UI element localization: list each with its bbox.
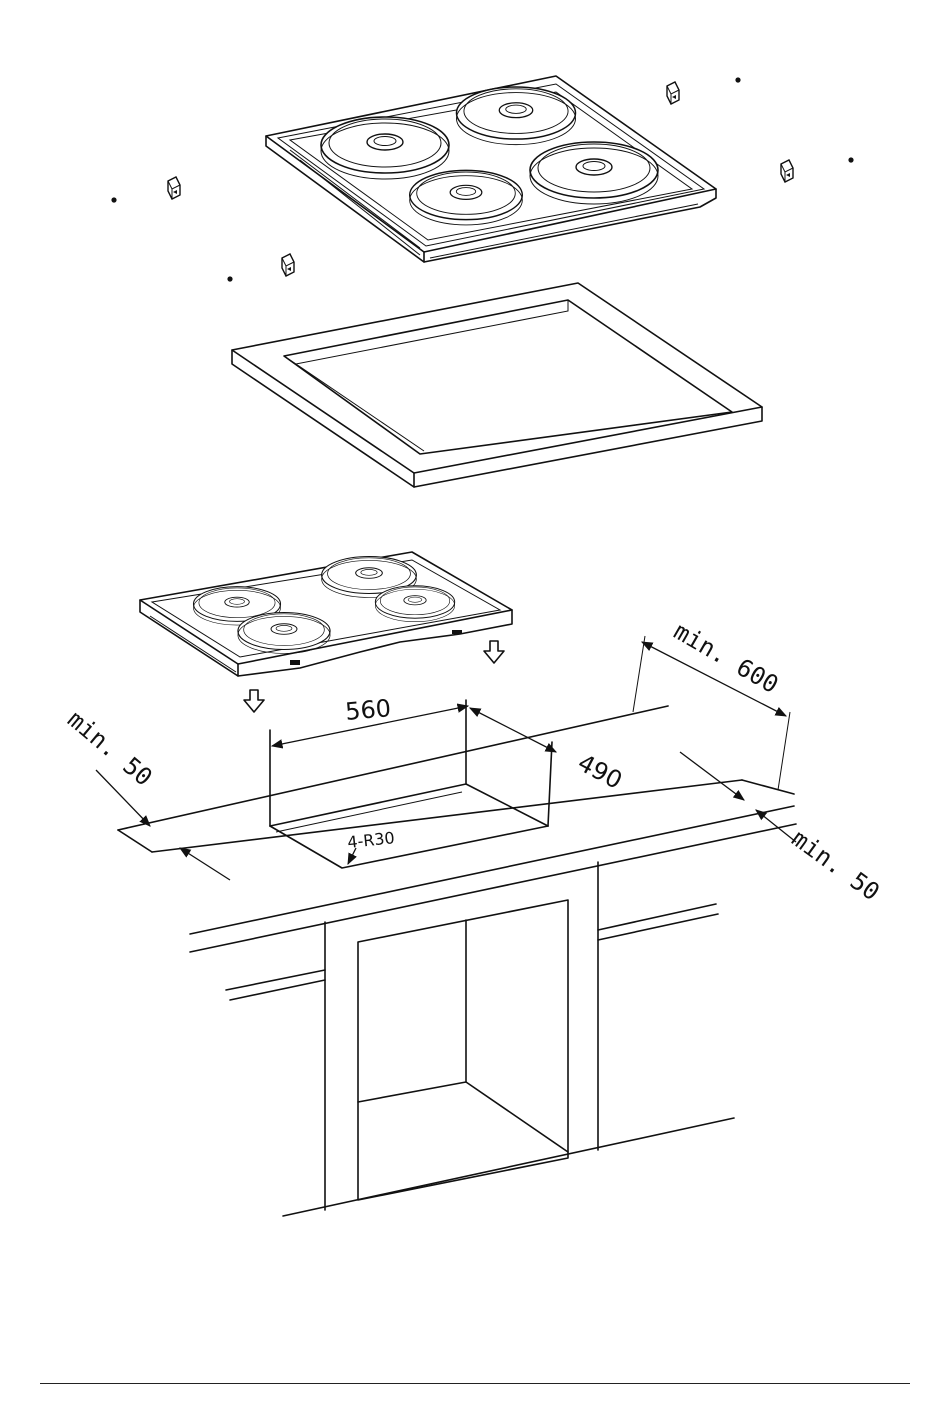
seal-frame — [232, 283, 762, 487]
dim-min-depth-label: min. 600 — [669, 617, 783, 699]
down-arrow-icon — [244, 690, 264, 712]
footer-rule — [40, 1383, 910, 1384]
dim-cutout-depth-label: 490 — [573, 749, 627, 795]
dim-min-front: min. 50 — [62, 705, 230, 880]
mounting-clip-icon — [168, 177, 180, 199]
screw-icon — [111, 197, 116, 202]
hob-installing — [140, 552, 512, 676]
dim-cutout-width-label: 560 — [344, 694, 392, 726]
dim-min-front-label: min. 50 — [62, 705, 157, 791]
dim-corner-radius-label: 4-R30 — [346, 828, 395, 852]
cutout — [270, 700, 552, 868]
mounting-clip-icon — [667, 82, 679, 104]
dim-min-side-label: min. 50 — [786, 824, 884, 906]
down-arrow-icon — [484, 641, 504, 663]
cabinet — [226, 862, 734, 1216]
mounting-clip-icon — [781, 160, 793, 182]
mounting-clip-icon — [282, 254, 294, 276]
screw-icon — [735, 77, 740, 82]
dim-min-depth: min. 600 — [633, 617, 790, 790]
hob-exploded — [266, 76, 716, 262]
screw-icon — [227, 276, 232, 281]
dim-min-side: min. 50 — [680, 752, 885, 906]
dim-cutout-width: 560 — [272, 694, 468, 746]
screw-icon — [848, 157, 853, 162]
worktop — [118, 706, 796, 952]
